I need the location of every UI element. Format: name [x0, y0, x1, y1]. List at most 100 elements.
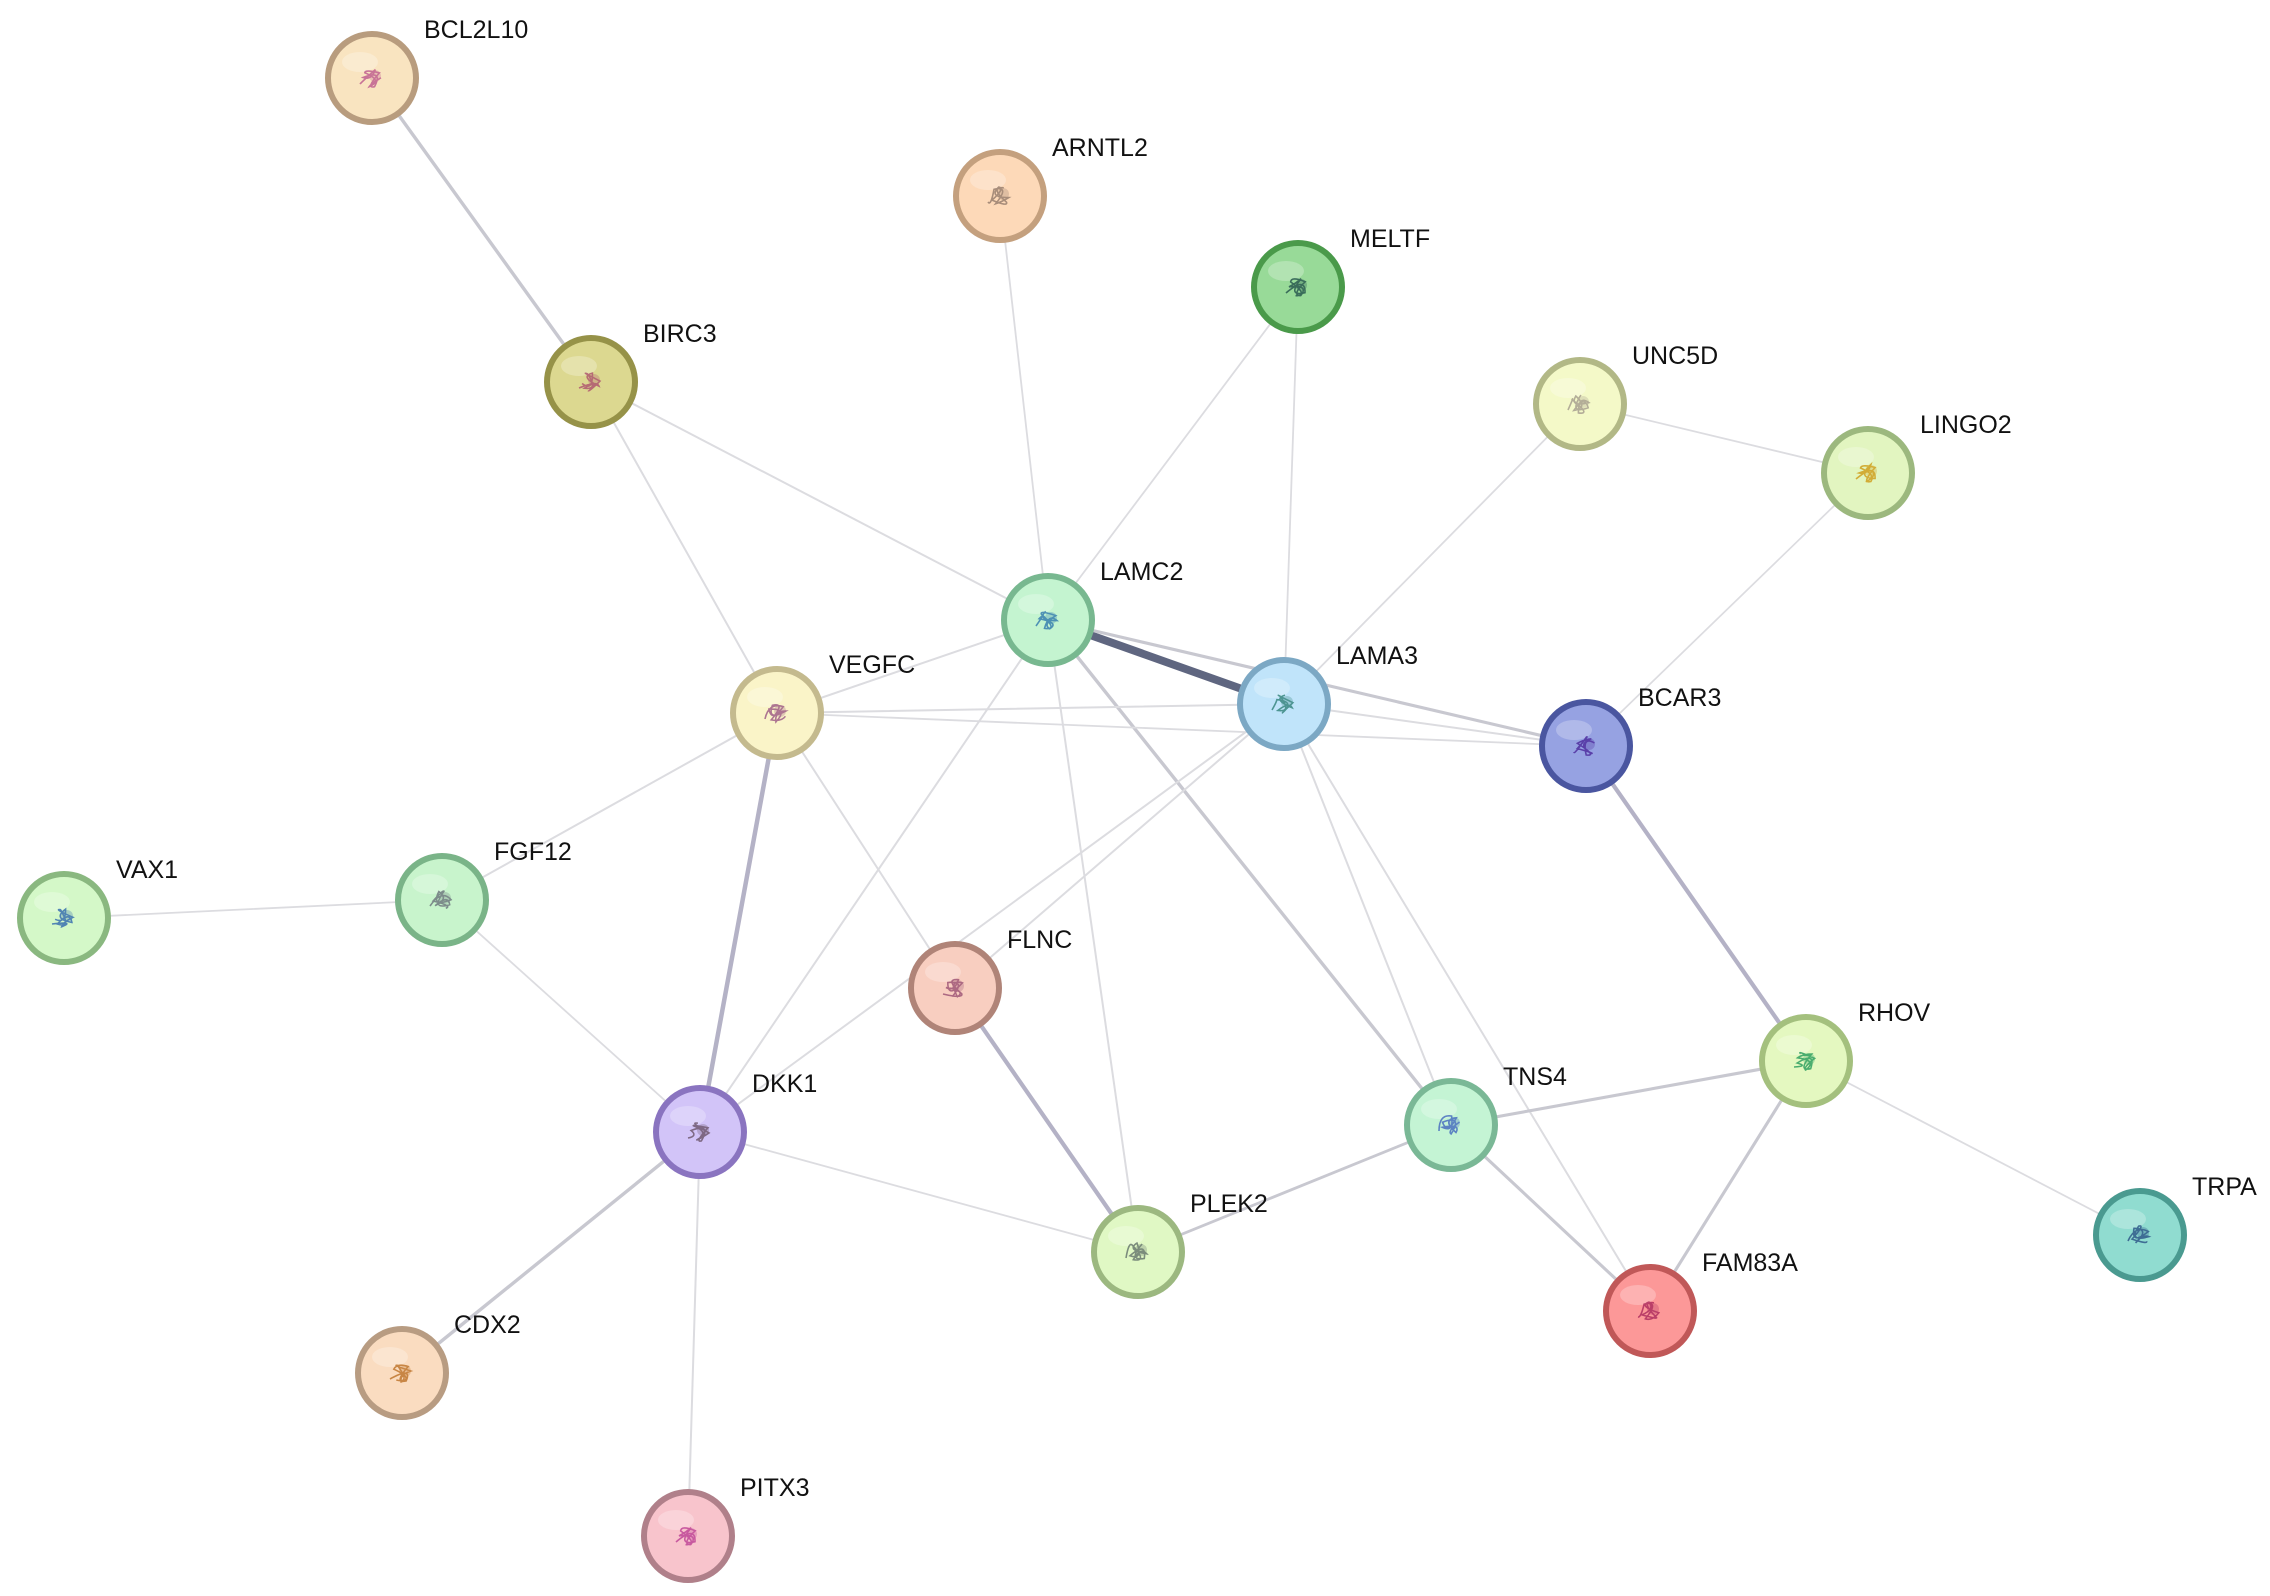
edge-birc3-vegfc[interactable] — [590, 381, 778, 714]
node-lama3[interactable]: LAMA3 — [1237, 642, 1418, 751]
node-bcl2l10[interactable]: BCL2L10 — [325, 16, 528, 125]
protein-structure-icon — [687, 1122, 711, 1142]
edge-vax1-fgf12[interactable] — [63, 899, 443, 919]
edge-meltf-lamc2[interactable] — [1047, 286, 1299, 621]
edge-lingo2-bcar3[interactable] — [1585, 472, 1869, 747]
node-label: LINGO2 — [1920, 411, 2012, 439]
edge-rhov-trpa[interactable] — [1805, 1060, 2141, 1236]
node-bcar3[interactable]: BCAR3 — [1539, 684, 1721, 793]
protein-structure-icon — [1793, 1051, 1817, 1071]
edge-birc3-lamc2[interactable] — [590, 381, 1049, 621]
edge-lama3-flnc[interactable] — [954, 703, 1285, 989]
node-meltf[interactable]: MELTF — [1251, 225, 1430, 334]
node-trpa[interactable]: TRPA — [2093, 1173, 2257, 1282]
node-highlight — [372, 1347, 408, 1367]
edge-fgf12-dkk1[interactable] — [441, 899, 701, 1133]
node-highlight — [1268, 261, 1304, 281]
node-dkk1[interactable]: DKK1 — [653, 1070, 817, 1179]
node-label: BCL2L10 — [424, 16, 528, 44]
node-highlight — [925, 962, 961, 982]
edge-tns4-rhov[interactable] — [1449, 1059, 1808, 1127]
protein-structure-icon — [1573, 735, 1595, 756]
edge-dkk1-cdx2[interactable] — [400, 1130, 702, 1375]
node-label: CDX2 — [454, 1311, 521, 1339]
edge-vegfc-dkk1[interactable] — [697, 710, 780, 1135]
node-label: FLNC — [1007, 926, 1072, 954]
node-highlight — [1421, 1099, 1457, 1119]
edge-vegfc-bcar3[interactable] — [776, 712, 1587, 747]
edge-lamc2-tns4[interactable] — [1046, 618, 1453, 1127]
edge-bcl2l10-birc3[interactable] — [370, 76, 593, 384]
node-highlight — [1018, 594, 1054, 614]
node-flnc[interactable]: FLNC — [908, 926, 1072, 1035]
node-plek2[interactable]: PLEK2 — [1091, 1190, 1268, 1299]
node-label: RHOV — [1858, 999, 1931, 1027]
protein-structure-icon — [1855, 461, 1877, 483]
node-lamc2[interactable]: LAMC2 — [1001, 558, 1183, 667]
edge-lama3-dkk1[interactable] — [699, 703, 1285, 1133]
edges-layer — [63, 76, 2141, 1537]
node-fam83a[interactable]: FAM83A — [1603, 1249, 1798, 1358]
edge-rhov-fam83a[interactable] — [1648, 1059, 1808, 1313]
node-highlight — [1620, 1285, 1656, 1305]
protein-structure-icon — [1285, 278, 1307, 297]
node-circle[interactable] — [2093, 1188, 2187, 1282]
protein-structure-icon — [2127, 1225, 2152, 1244]
node-label: VEGFC — [829, 651, 915, 679]
edge-dkk1-plek2[interactable] — [699, 1131, 1139, 1253]
edge-vegfc-flnc[interactable] — [776, 712, 956, 989]
node-vegfc[interactable]: VEGFC — [730, 651, 915, 760]
node-circle[interactable] — [1821, 426, 1915, 520]
node-birc3[interactable]: BIRC3 — [544, 320, 717, 429]
edge-lama3-fam83a[interactable] — [1283, 703, 1651, 1312]
node-circle[interactable] — [325, 31, 419, 125]
node-label: DKK1 — [752, 1070, 817, 1098]
node-unc5d[interactable]: UNC5D — [1533, 342, 1718, 451]
node-highlight — [1556, 720, 1592, 740]
edge-flnc-plek2[interactable] — [952, 985, 1141, 1255]
node-arntl2[interactable]: ARNTL2 — [953, 134, 1148, 243]
node-tns4[interactable]: TNS4 — [1404, 1063, 1567, 1172]
node-rhov[interactable]: RHOV — [1759, 999, 1931, 1108]
node-highlight — [1776, 1035, 1812, 1055]
protein-structure-icon — [578, 372, 602, 392]
node-label: LAMA3 — [1336, 642, 1418, 670]
node-vax1[interactable]: VAX1 — [17, 856, 178, 965]
edge-arntl2-lamc2[interactable] — [999, 195, 1049, 621]
node-label: VAX1 — [116, 856, 178, 884]
node-label: UNC5D — [1632, 342, 1718, 370]
node-label: TNS4 — [1503, 1063, 1567, 1091]
protein-structure-icon — [389, 1364, 414, 1384]
edge-meltf-lama3[interactable] — [1283, 286, 1299, 705]
node-circle[interactable] — [1539, 699, 1633, 793]
protein-structure-icon — [1125, 1241, 1149, 1261]
node-highlight — [658, 1510, 694, 1530]
edge-lama3-tns4[interactable] — [1283, 703, 1452, 1126]
node-circle[interactable] — [653, 1085, 747, 1179]
protein-structure-icon — [1637, 1301, 1661, 1321]
edge-dkk1-pitx3[interactable] — [687, 1131, 701, 1537]
node-label: BIRC3 — [643, 320, 717, 348]
edge-tns4-plek2[interactable] — [1136, 1123, 1453, 1254]
node-cdx2[interactable]: CDX2 — [355, 1311, 521, 1420]
edge-lamc2-vegfc[interactable] — [776, 619, 1049, 714]
node-label: PITX3 — [740, 1474, 809, 1502]
edge-lamc2-dkk1[interactable] — [699, 619, 1049, 1133]
node-pitx3[interactable]: PITX3 — [641, 1474, 809, 1583]
edge-lama3-bcar3[interactable] — [1283, 703, 1587, 747]
protein-structure-icon — [429, 890, 453, 909]
edge-unc5d-lingo2[interactable] — [1579, 403, 1869, 474]
node-lingo2[interactable]: LINGO2 — [1821, 411, 2012, 520]
node-highlight — [747, 687, 783, 707]
node-label: LAMC2 — [1100, 558, 1183, 586]
node-label: FAM83A — [1702, 1249, 1798, 1277]
edge-unc5d-lama3[interactable] — [1283, 403, 1581, 705]
node-fgf12[interactable]: FGF12 — [395, 838, 572, 947]
protein-structure-icon — [51, 907, 75, 929]
edge-bcar3-rhov[interactable] — [1583, 743, 1809, 1064]
edge-lama3-vegfc[interactable] — [776, 703, 1285, 714]
protein-structure-icon — [1271, 694, 1295, 714]
node-highlight — [970, 170, 1006, 190]
edge-vegfc-fgf12[interactable] — [441, 712, 778, 901]
protein-structure-icon — [987, 186, 1012, 206]
